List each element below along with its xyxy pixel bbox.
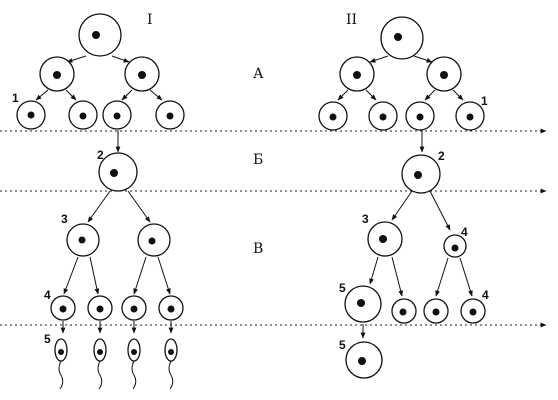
polar-body	[443, 234, 467, 258]
stage-label-3: 3	[362, 212, 369, 226]
column-I-spermatogenesis: 1 2 3 4 5	[12, 13, 185, 390]
polar-body	[460, 298, 486, 324]
stage-label-2: 2	[97, 148, 104, 162]
arrow	[63, 256, 79, 295]
stage-label-5: 5	[339, 338, 346, 352]
primordial-cell	[78, 13, 122, 57]
spermatogonium	[155, 100, 185, 130]
zone-label-V: В	[253, 241, 263, 257]
zone-label-A: А	[253, 66, 264, 82]
spermatid	[158, 295, 184, 321]
stage-label-3: 3	[61, 212, 68, 226]
primary-oocyte	[401, 154, 441, 194]
mitotic-cell	[124, 56, 160, 92]
ootid	[344, 285, 382, 323]
column-title-II: II	[346, 12, 357, 28]
oogonium	[405, 101, 435, 131]
spermatozoon	[164, 338, 178, 390]
arrow	[452, 89, 464, 101]
arrow	[369, 256, 379, 285]
arrow	[121, 89, 133, 101]
spermatogonium	[68, 100, 98, 130]
spermatid	[50, 295, 76, 321]
stage-label-4: 4	[44, 288, 51, 302]
arrow	[65, 89, 77, 101]
arrow	[424, 89, 436, 101]
spermatid	[121, 295, 147, 321]
stage-label-5: 5	[339, 281, 346, 295]
spermatozoon	[127, 338, 141, 390]
arrow	[435, 257, 449, 297]
primary-spermatocyte	[98, 152, 138, 192]
stage-label-1: 1	[481, 94, 488, 108]
polar-body	[391, 298, 417, 324]
stage-label-4: 4	[482, 288, 489, 302]
column-title-I: I	[147, 12, 153, 28]
arrow	[413, 55, 433, 63]
arrow	[111, 55, 130, 63]
oogonium	[455, 101, 485, 131]
arrow	[391, 190, 413, 221]
stage-label-4: 4	[461, 225, 468, 239]
spermatogonium	[16, 100, 46, 130]
egg-cell	[345, 341, 383, 379]
arrow	[337, 89, 349, 101]
primordial-cell	[380, 16, 424, 60]
arrow	[35, 89, 49, 101]
arrow	[369, 55, 389, 63]
arrow	[133, 256, 147, 295]
stage-label-2: 2	[438, 149, 445, 163]
secondary-spermatocyte	[66, 223, 100, 257]
polar-body	[423, 298, 449, 324]
spermatozoon	[93, 338, 107, 390]
oogonium	[368, 101, 398, 131]
arrow	[89, 256, 100, 295]
secondary-oocyte	[367, 221, 403, 257]
mitotic-cell	[426, 56, 462, 92]
column-II-oogenesis: 1 2 3 4 4 5 5	[318, 16, 489, 379]
oogonium	[318, 101, 348, 131]
stage-label-1: 1	[12, 91, 19, 105]
arrow	[66, 55, 87, 63]
mitotic-cell	[39, 56, 75, 92]
arrow	[87, 190, 111, 223]
stage-label-5: 5	[44, 332, 51, 346]
arrow	[459, 257, 473, 297]
spermatid	[87, 295, 113, 321]
arrow	[429, 190, 451, 231]
zone-label-B: Б	[253, 152, 263, 168]
arrow	[157, 256, 171, 295]
spermatozoon	[54, 338, 68, 390]
arrow	[149, 89, 163, 101]
arrow	[127, 190, 151, 223]
mitotic-cell	[339, 56, 375, 92]
secondary-spermatocyte	[137, 223, 171, 257]
spermatogonium	[102, 100, 132, 130]
arrow	[365, 89, 377, 101]
arrow	[391, 256, 403, 297]
